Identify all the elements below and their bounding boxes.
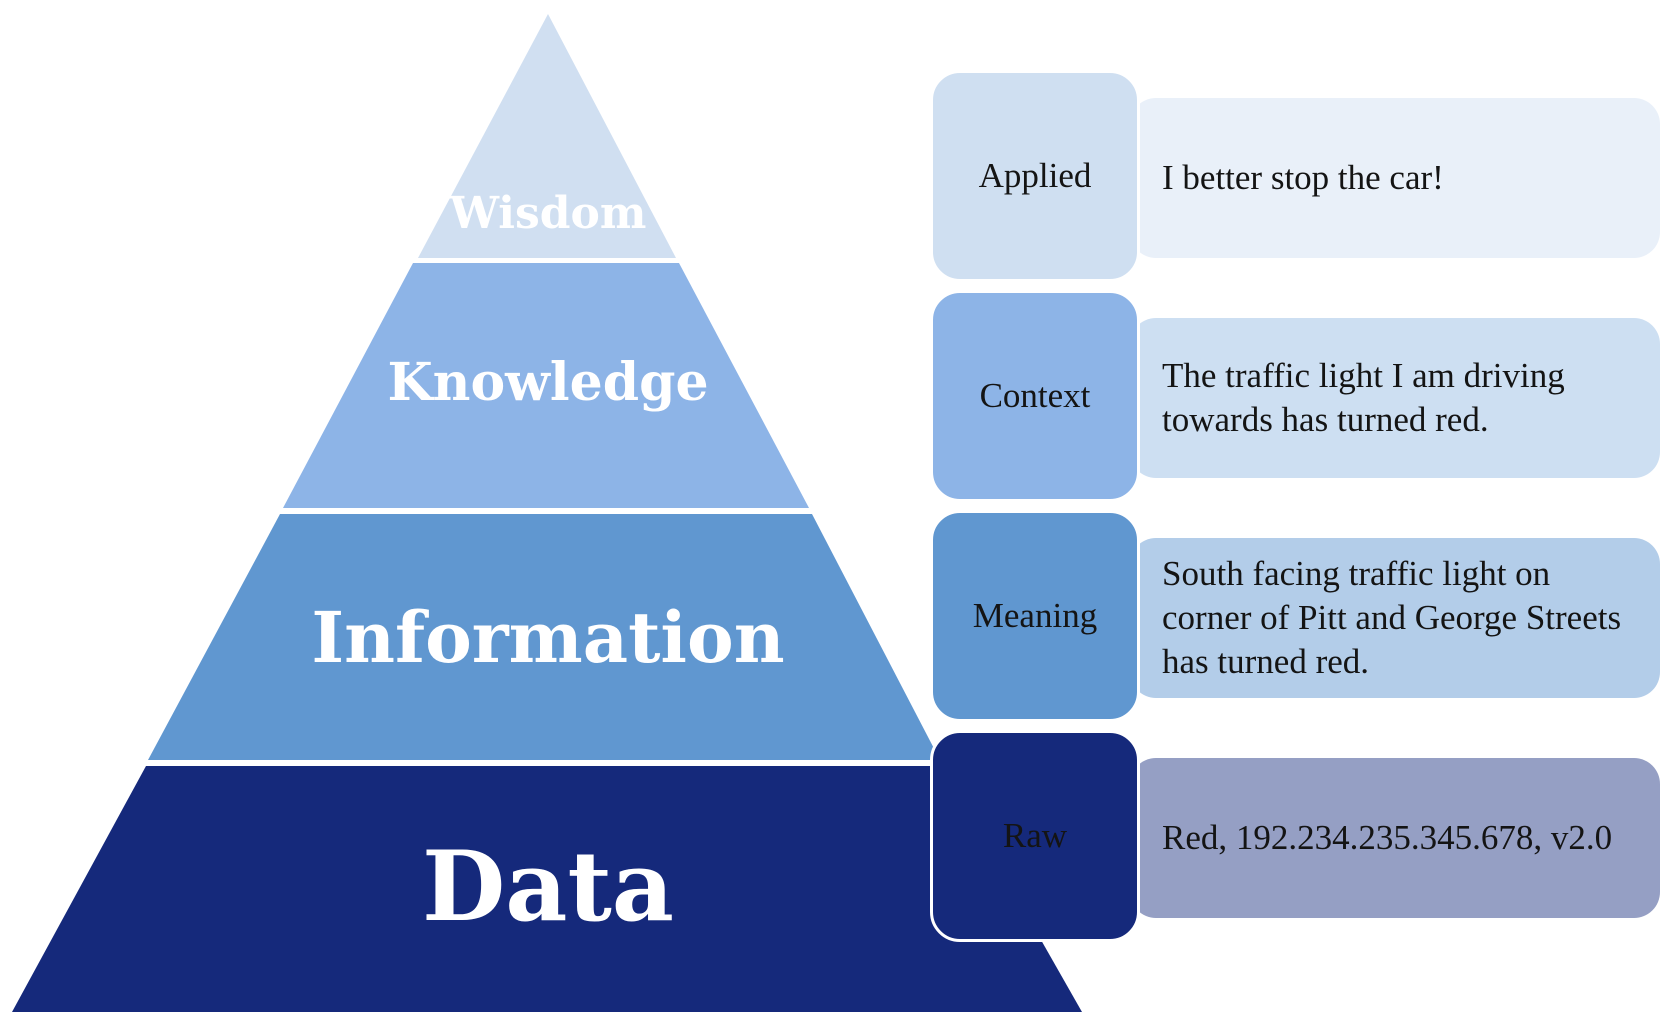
- label-context: Context: [930, 290, 1140, 502]
- pyramid-label-wisdom: Wisdom: [449, 188, 647, 239]
- pyramid-label-data: Data: [422, 830, 674, 943]
- pyramid-tier-data: [12, 766, 1082, 1012]
- pyramid-label-knowledge: Knowledge: [387, 352, 708, 413]
- row-meaning: South facing traffic light on corner of …: [930, 510, 1660, 722]
- description-applied: I better stop the car!: [1130, 98, 1660, 258]
- row-applied: I better stop the car! Applied: [930, 70, 1660, 282]
- pyramid-tier-knowledge: [283, 263, 809, 508]
- pyramid-label-information: Information: [311, 596, 784, 679]
- pyramid-tier-information: [148, 514, 940, 760]
- row-raw: Red, 192.234.235.345.678, v2.0 Raw: [930, 730, 1660, 942]
- label-raw: Raw: [930, 730, 1140, 942]
- description-meaning: South facing traffic light on corner of …: [1130, 538, 1660, 698]
- pyramid-tier-wisdom: [418, 14, 676, 258]
- label-applied: Applied: [930, 70, 1140, 282]
- description-raw: Red, 192.234.235.345.678, v2.0: [1130, 758, 1660, 918]
- label-meaning: Meaning: [930, 510, 1140, 722]
- description-context: The traffic light I am driving towards h…: [1130, 318, 1660, 478]
- row-context: The traffic light I am driving towards h…: [930, 290, 1660, 502]
